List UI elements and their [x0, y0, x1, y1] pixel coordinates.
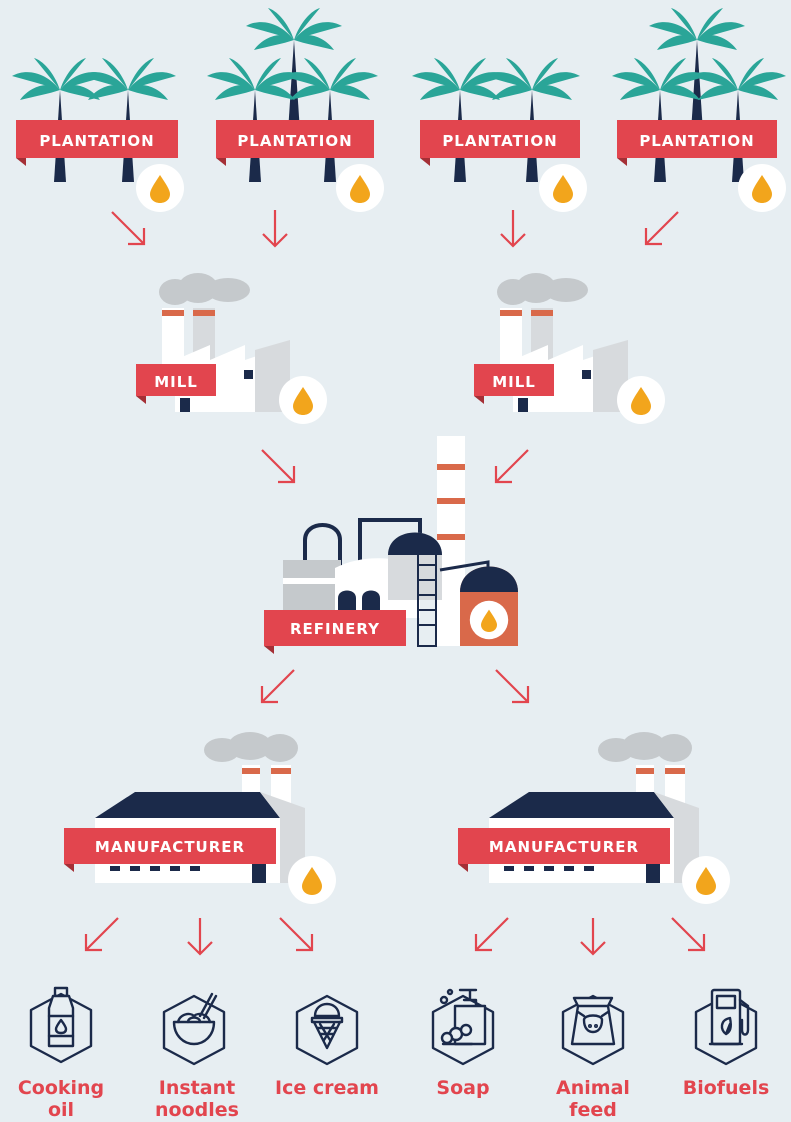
plantation-3-label: PLANTATION — [442, 132, 557, 150]
oil-drop-icon — [470, 601, 508, 639]
flow-arrow — [646, 212, 678, 244]
oil-bottle-icon — [31, 988, 91, 1062]
mill-2-label: MILL — [492, 373, 536, 391]
plantation-3: PLANTATION — [412, 58, 587, 212]
flow-arrow — [280, 918, 312, 950]
product-label-instant-noodles: Instant noodles — [132, 1077, 262, 1121]
plantation-1: PLANTATION — [12, 58, 184, 212]
oil-drop-icon — [136, 164, 184, 212]
flow-arrow — [581, 918, 605, 954]
refinery-label: REFINERY — [290, 620, 380, 638]
fuel-pump-icon — [696, 990, 756, 1064]
plantation-2: PLANTATION — [207, 8, 384, 212]
flow-arrow — [476, 918, 508, 950]
plantation-1-label: PLANTATION — [39, 132, 154, 150]
flow-arrow — [496, 450, 528, 482]
flow-arrow — [262, 450, 294, 482]
plantation-4-label: PLANTATION — [639, 132, 754, 150]
oil-drop-icon — [682, 856, 730, 904]
manufacturer-2: MANUFACTURER — [458, 732, 730, 904]
ice-cream-icon — [297, 996, 357, 1064]
mill-1-label: MILL — [154, 373, 198, 391]
mill-2: MILL — [474, 273, 665, 424]
oil-drop-icon — [539, 164, 587, 212]
plantation-2-label: PLANTATION — [237, 132, 352, 150]
product-label-cooking-oil: Cooking oil — [0, 1077, 126, 1121]
product-label-ice-cream: Ice cream — [262, 1077, 392, 1099]
flow-arrow — [263, 210, 287, 246]
manufacturer-1-label: MANUFACTURER — [95, 838, 245, 856]
oil-drop-icon — [288, 856, 336, 904]
oil-drop-icon — [279, 376, 327, 424]
refinery: REFINERY — [264, 436, 518, 654]
noodle-bowl-icon — [164, 994, 224, 1064]
product-label-animal-feed: Animal feed — [528, 1077, 658, 1121]
product-label-soap: Soap — [398, 1077, 528, 1099]
flow-arrow — [501, 210, 525, 246]
manufacturer-1: MANUFACTURER — [64, 732, 336, 904]
oil-drop-icon — [336, 164, 384, 212]
flow-arrow — [672, 918, 704, 950]
flow-arrow — [262, 670, 294, 702]
oil-drop-icon — [738, 164, 786, 212]
soap-dispenser-icon — [433, 990, 493, 1064]
feed-sack-icon — [563, 996, 623, 1064]
flow-arrow — [188, 918, 212, 954]
flow-arrow — [112, 212, 144, 244]
flow-arrow — [86, 918, 118, 950]
oil-drop-icon — [617, 376, 665, 424]
plantation-4: PLANTATION — [612, 8, 786, 212]
manufacturer-2-label: MANUFACTURER — [489, 838, 639, 856]
product-label-biofuels: Biofuels — [661, 1077, 791, 1099]
flow-arrow — [496, 670, 528, 702]
mill-1: MILL — [136, 273, 327, 424]
